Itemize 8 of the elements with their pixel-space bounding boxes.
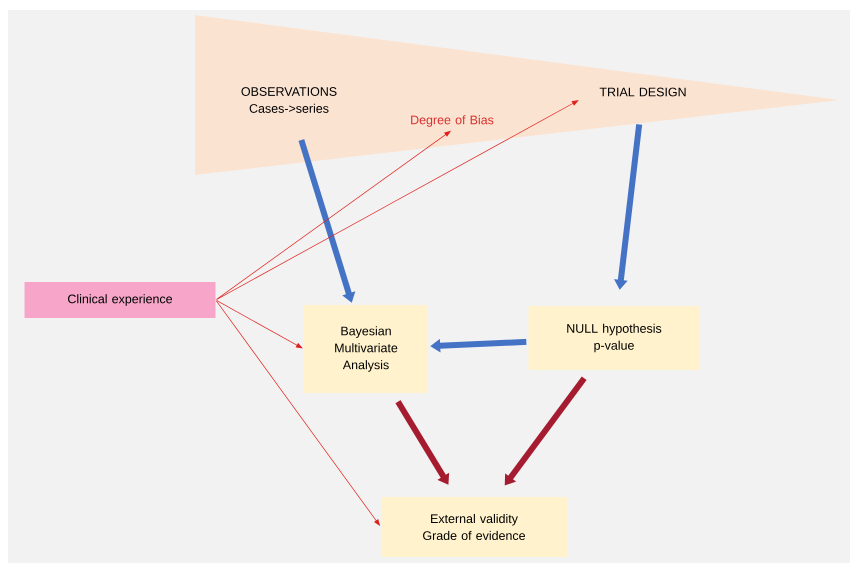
node-text: Degree of Bias [411,115,494,127]
node-text: TRIAL DESIGN [600,88,686,96]
process-box: Clinical experience [24,282,216,318]
triangle-band [195,15,840,175]
process-box: External validity Grade of evidence [381,497,567,557]
process-box: NULL hypothesis p-value [528,306,700,370]
node-text: OBSERVATIONS Cases->series [242,87,337,113]
process-box: Bayesian Multivariate Analysis [304,305,428,393]
